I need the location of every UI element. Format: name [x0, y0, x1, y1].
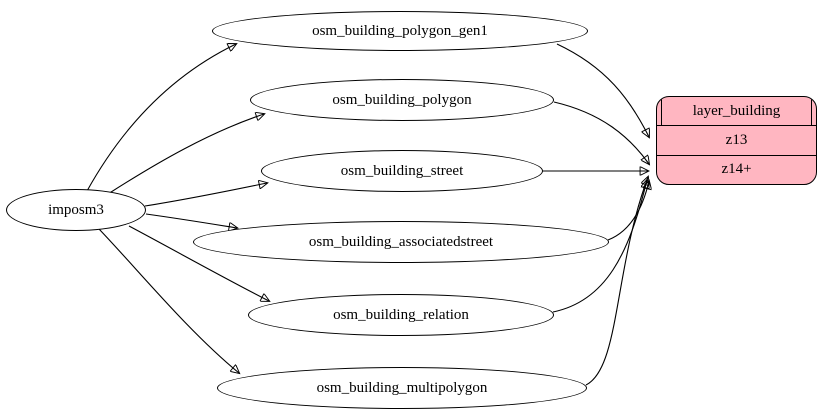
- layer-building-row-z13: z13: [657, 126, 816, 156]
- node-imposm3: imposm3: [6, 189, 146, 231]
- edge-polygon-gen1-z13: [556, 43, 649, 137]
- node-osm-building-multipolygon: osm_building_multipolygon: [217, 367, 587, 409]
- edge-multipolygon-z14: [585, 177, 648, 386]
- node-osm-building-associatedstreet: osm_building_associatedstreet: [193, 221, 609, 263]
- node-osm-building-street-label: osm_building_street: [340, 162, 464, 179]
- edge-imposm3-associatedstreet: [145, 213, 237, 228]
- node-osm-building-relation: osm_building_relation: [248, 294, 554, 336]
- node-osm-building-street: osm_building_street: [261, 150, 543, 192]
- node-osm-building-multipolygon-label: osm_building_multipolygon: [316, 379, 488, 396]
- edge-associatedstreet-z14: [607, 181, 649, 241]
- node-osm-building-polygon-gen1-label: osm_building_polygon_gen1: [312, 22, 488, 39]
- layer-building-title-row: layer_building: [657, 97, 816, 127]
- edge-imposm3-polygon: [107, 114, 264, 195]
- node-osm-building-relation-label: osm_building_relation: [333, 306, 469, 323]
- layer-building-z13-label: z13: [725, 131, 748, 148]
- node-imposm3-label: imposm3: [48, 201, 104, 218]
- edge-imposm3-relation: [128, 225, 269, 301]
- layer-building-z14-label: z14+: [721, 161, 752, 178]
- edge-relation-z14: [552, 180, 647, 313]
- edge-imposm3-street: [144, 183, 267, 207]
- layer-building-row-z14: z14+: [657, 156, 816, 184]
- node-layer-building: layer_building z13 z14+: [656, 96, 817, 185]
- node-osm-building-polygon-label: osm_building_polygon: [332, 91, 472, 108]
- layer-building-title: layer_building: [692, 102, 781, 119]
- edge-polygon-z14: [553, 101, 649, 164]
- node-osm-building-polygon-gen1: osm_building_polygon_gen1: [212, 11, 588, 51]
- node-osm-building-polygon: osm_building_polygon: [250, 79, 554, 121]
- node-osm-building-associatedstreet-label: osm_building_associatedstreet: [308, 233, 494, 250]
- edge-imposm3-polygon-gen1: [86, 44, 236, 192]
- edge-imposm3-multipolygon: [98, 228, 239, 373]
